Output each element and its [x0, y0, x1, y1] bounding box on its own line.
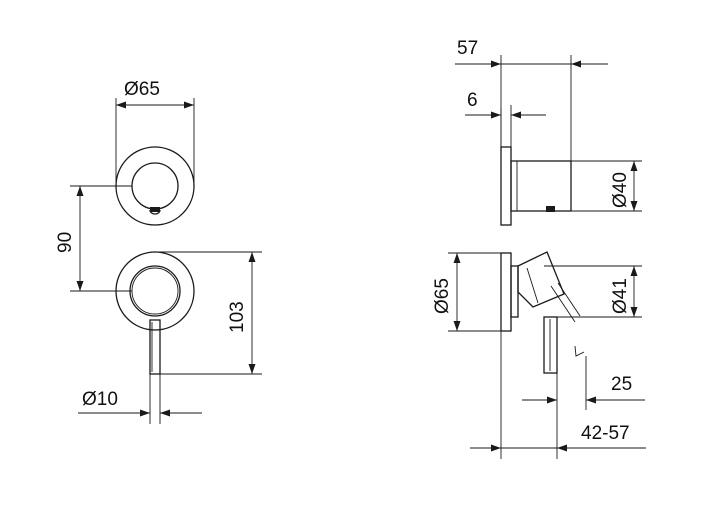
front-view: Ø65 90 103 Ø10 [55, 79, 262, 424]
lower-rosette [115, 251, 195, 375]
label-front-height: 103 [227, 301, 248, 333]
lower-side-unit [500, 251, 585, 374]
dim-side-lever-length: 25 [522, 356, 645, 410]
dim-front-spacing: 90 [55, 185, 132, 292]
dim-side-body-diameter: Ø40 [571, 160, 642, 212]
label-front-top-diameter: Ø65 [124, 79, 160, 100]
label-side-depth-total: 57 [457, 38, 478, 59]
side-view: 57 6 Ø40 [432, 38, 646, 459]
dim-side-range: 42-57 [470, 331, 646, 459]
label-side-plate: 6 [467, 90, 478, 111]
label-side-lever-length: 25 [611, 374, 632, 395]
dim-side-plate: 6 [465, 90, 546, 147]
label-lever-diameter: Ø10 [82, 389, 118, 410]
label-side-range: 42-57 [581, 423, 630, 444]
dim-front-height: 103 [155, 251, 262, 375]
label-side-lever-diameter: Ø41 [610, 278, 631, 314]
dim-side-depth-total: 57 [455, 38, 608, 161]
dim-lever-diameter: Ø10 [78, 374, 202, 424]
dim-front-top-diameter: Ø65 [115, 79, 195, 186]
dim-side-plate-diameter: Ø65 [432, 252, 501, 332]
label-side-body-diameter: Ø40 [610, 172, 631, 208]
label-front-spacing: 90 [55, 232, 76, 253]
upper-side-unit [500, 146, 572, 226]
dim-side-lever-diameter: Ø41 [544, 265, 642, 318]
label-side-plate-diameter: Ø65 [432, 278, 453, 314]
